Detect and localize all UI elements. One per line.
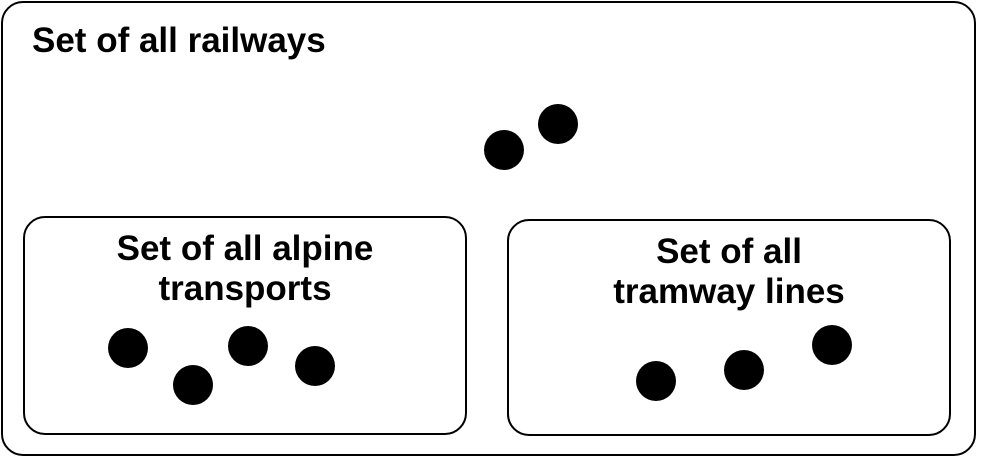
- railway-member-dot: [484, 130, 524, 170]
- alpine-transport-member-dot: [228, 326, 268, 366]
- alpine-transports-set-boundary: Set of all alpine transports: [23, 216, 467, 435]
- tramway-lines-set-label: Set of all tramway lines: [509, 232, 949, 312]
- tramway-lines-set-boundary: Set of all tramway lines: [507, 219, 951, 436]
- alpine-transports-label-line-1: Set of all alpine: [116, 229, 374, 268]
- alpine-transport-member-dot: [108, 328, 148, 368]
- tramway-lines-label-line-1: Set of all: [656, 232, 802, 271]
- alpine-transport-member-dot: [295, 346, 335, 386]
- railway-member-dot: [538, 104, 578, 144]
- tramway-lines-label-line-2: tramway lines: [613, 272, 845, 311]
- tramway-line-member-dot: [724, 350, 764, 390]
- tramway-line-member-dot: [812, 325, 852, 365]
- alpine-transport-member-dot: [173, 365, 213, 405]
- alpine-transports-set-label: Set of all alpine transports: [25, 229, 465, 309]
- railways-set-label: Set of all railways: [32, 21, 326, 60]
- tramway-line-member-dot: [636, 361, 676, 401]
- alpine-transports-label-line-2: transports: [158, 269, 332, 308]
